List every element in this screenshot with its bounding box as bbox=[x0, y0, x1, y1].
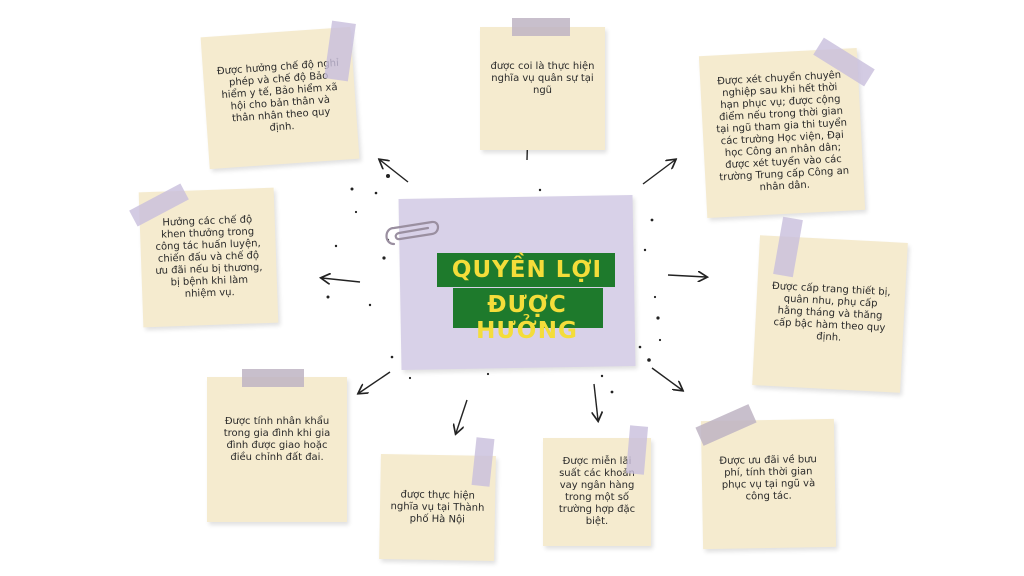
arrow-top-left bbox=[380, 160, 409, 183]
tape bbox=[242, 369, 304, 387]
arrow-right bbox=[667, 275, 706, 277]
arrow-top-right bbox=[642, 160, 675, 185]
arrow-left bbox=[322, 278, 361, 282]
note-household: Được tính nhân khẩu trong gia đình khi g… bbox=[207, 377, 347, 522]
title-band-2 bbox=[453, 288, 603, 328]
arrow-bottom-right bbox=[651, 367, 682, 390]
paperclip-icon bbox=[385, 220, 440, 246]
arrow-bottom-left bbox=[359, 371, 391, 393]
ink-splatter bbox=[326, 174, 662, 394]
tape bbox=[512, 18, 570, 36]
arrow-bottom-1 bbox=[456, 399, 468, 433]
title-line-1: QUYỀN LỢI bbox=[451, 257, 603, 283]
note-career-transfer: Được xét chuyển chuyên nghiệp sau khi hế… bbox=[698, 47, 866, 219]
arrow-bottom-2 bbox=[594, 383, 598, 420]
title-line-2: ĐƯỢC HƯỞNG bbox=[476, 292, 578, 344]
note-postage: Được ưu đãi về bưu phí, tính thời gian p… bbox=[700, 418, 837, 550]
title-band-1 bbox=[437, 253, 615, 287]
note-military-service: được coi là thực hiện nghĩa vụ quân sự t… bbox=[480, 27, 605, 150]
